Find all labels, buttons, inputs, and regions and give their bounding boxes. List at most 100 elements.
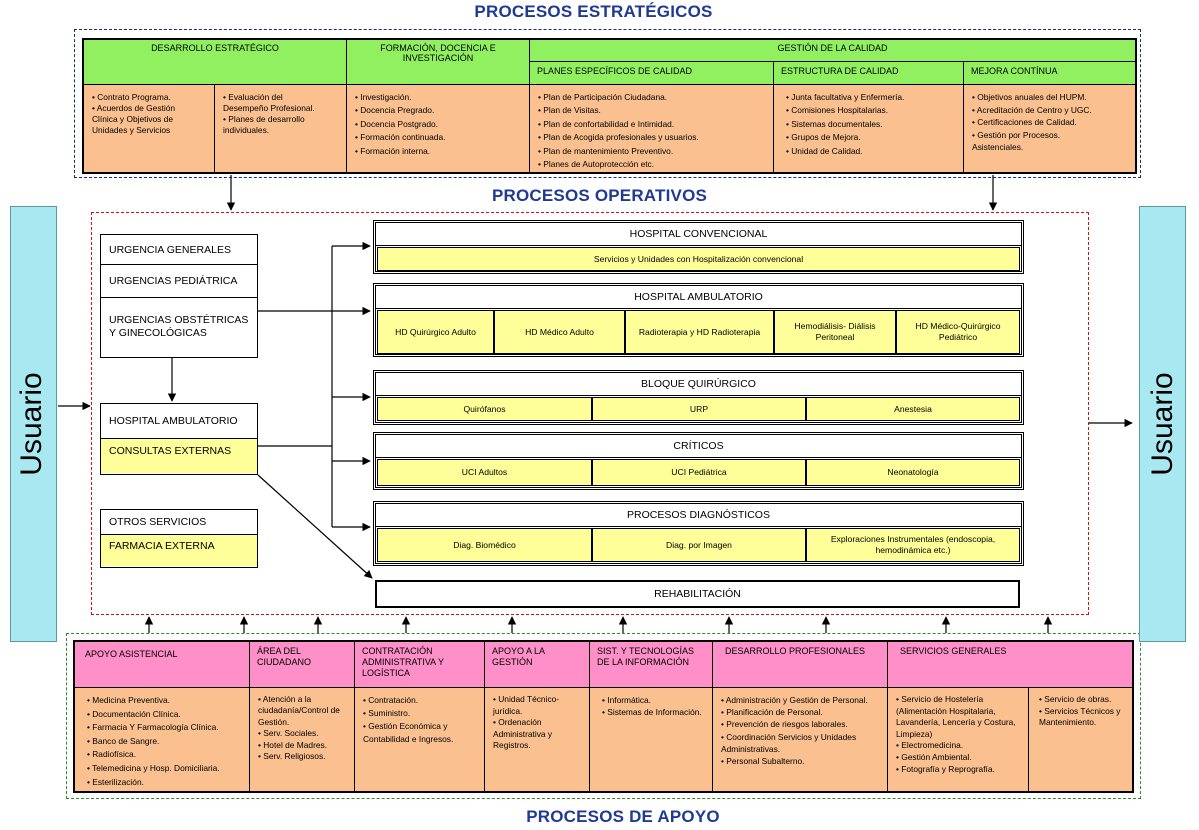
planes-calidad-header: PLANES ESPECÍFICOS DE CALIDAD <box>530 62 774 85</box>
list-item: • Electromedicina. <box>896 740 964 751</box>
area-ciudadano-header: ÁREA DEL CIUDADANO <box>250 642 355 688</box>
exploraciones-instrumentales: Exploraciones Instrumentales (endoscopia… <box>806 528 1020 562</box>
hospital-convencional-sub: Servicios y Unidades con Hospitalización… <box>377 247 1020 271</box>
list-item: • Junta facultativa y Enfermería. <box>786 92 905 102</box>
quirofanos: Quirófanos <box>377 397 592 421</box>
bloque-quirurgico: BLOQUE QUIRÚRGICO Quirófanos URP Anestes… <box>373 370 1024 425</box>
list-item: • Farmacia Y Farmacología Clínica. <box>87 722 219 733</box>
rehabilitacion: REHABILITACIÓN <box>375 580 1020 608</box>
list-item: • Atención a la ciudadanía/Control de Ge… <box>258 694 340 727</box>
list-item: • Contrato Programa. <box>92 92 171 102</box>
hospital-ambulatorio: HOSPITAL AMBULATORIO HD Quirúrgico Adult… <box>373 283 1024 357</box>
list-item: • Ordenación Administrativa y Registros. <box>493 717 553 751</box>
list-item: • Coordinación Servicios y Unidades Admi… <box>721 731 857 754</box>
support-table: APOYO ASISTENCIAL ÁREA DEL CIUDADANO CON… <box>73 640 1134 793</box>
usuario-left-bar: Usuario <box>10 206 57 642</box>
list-item: • Plan de mantenimiento Preventivo. <box>538 145 674 156</box>
urp: URP <box>592 397 806 421</box>
desarrollo-estrategico-header: DESARROLLO ESTRATÉGICO <box>84 40 347 85</box>
list-item: • Evaluación del <box>223 92 283 102</box>
hospital-convencional: HOSPITAL CONVENCIONAL Servicios y Unidad… <box>373 220 1024 274</box>
list-item: • Docencia Postgrado. <box>355 118 439 129</box>
contratacion-body: • Contratación. • Suministro. • Gestión … <box>355 688 485 791</box>
diag-biomedico: Diag. Biomédico <box>377 528 592 562</box>
mejora-continua-body: • Objetivos anuales del HUPM. • Acredita… <box>964 85 1135 172</box>
list-item: • Sistemas documentales. <box>786 118 883 129</box>
list-item: Asistenciales. <box>972 142 1024 153</box>
list-item: Unidades y Servicios <box>92 125 171 135</box>
hospital-ambulatorio-left-box: HOSPITAL AMBULATORIO CONSULTAS EXTERNAS <box>100 403 258 475</box>
list-item: • Sistemas de Información. <box>602 707 702 717</box>
hd-medico-quirurgico-pediatrico: HD Médico-Quirúrgico Pediátrico <box>896 310 1020 354</box>
contratacion-header: CONTRATACIÓN ADMINISTRATIVA Y LOGÍSTICA <box>355 642 485 688</box>
list-item: • Medicina Preventiva. <box>87 695 170 705</box>
desarrollo-estrategico-col2: • Evaluación del Desempeño Profesional. … <box>215 85 347 172</box>
strategic-container <box>74 29 1141 178</box>
list-item: • Gestión Económica y Contabilidad e Ing… <box>363 721 454 744</box>
apoyo-gestion-body: • Unidad Técnico-jurídica. • Ordenación … <box>485 688 590 791</box>
list-item: • Banco de Sangre. <box>87 735 160 746</box>
list-item: • Acuerdos de Gestión <box>92 103 176 113</box>
list-item: • Informática. <box>602 695 652 705</box>
criticos-title: CRÍTICOS <box>376 435 1021 458</box>
estructura-calidad-body: • Junta facultativa y Enfermería. • Comi… <box>774 85 964 172</box>
list-item: • Personal Subalterno. <box>721 756 805 767</box>
hd-medico-adulto: HD Médico Adulto <box>494 310 625 354</box>
operative-container <box>91 212 1089 615</box>
hospital-convencional-title: HOSPITAL CONVENCIONAL <box>376 223 1021 246</box>
criticos: CRÍTICOS UCI Adultos UCI Pediátrica Neon… <box>373 432 1024 490</box>
apoyo-gestion-header: APOYO A LA GESTIÓN <box>485 642 590 688</box>
formacion-body: • Investigación. • Docencia Pregrado. • … <box>347 85 530 172</box>
list-item: • Plan de Participación Ciudadana. <box>538 92 668 102</box>
desarrollo-estrategico-col1: • Contrato Programa. • Acuerdos de Gesti… <box>84 85 215 172</box>
list-item: individuales. <box>223 125 270 135</box>
urgencias-box: URGENCIA GENERALES URGENCIAS PEDIÁTRICA … <box>100 234 258 358</box>
desarrollo-profesionales-body: • Administración y Gestión de Personal. … <box>713 688 888 791</box>
anestesia: Anestesia <box>806 397 1020 421</box>
otros-servicios-box: OTROS SERVICIOS FARMACIA EXTERNA <box>100 509 258 568</box>
list-item: • Servicio de Hostelería (Alimentación H… <box>896 694 1016 739</box>
otros-servicios-title: OTROS SERVICIOS <box>101 510 257 535</box>
title-procesos-estrategicos: PROCESOS ESTRATÉGICOS <box>474 2 713 21</box>
title-procesos-apoyo: PROCESOS DE APOYO <box>526 807 720 826</box>
list-item: • Servicio de obras. <box>1039 694 1112 704</box>
diag-imagen: Diag. por Imagen <box>592 528 806 562</box>
planes-calidad-body: • Plan de Participación Ciudadana. • Pla… <box>530 85 774 172</box>
list-item: • Esterilización. <box>87 776 144 787</box>
desarrollo-profesionales-header: DESARROLLO PROFESIONALES <box>713 642 888 688</box>
list-item: • Planes de desarrollo <box>223 114 305 124</box>
estructura-calidad-header: ESTRUCTURA DE CALIDAD <box>774 62 964 85</box>
list-item: • Telemedicina y Hosp. Domiciliaria. <box>87 762 220 773</box>
support-container <box>66 633 1141 799</box>
list-item: Desempeño Profesional. <box>223 103 315 113</box>
procesos-diagnosticos-title: PROCESOS DIAGNÓSTICOS <box>376 504 1021 527</box>
list-item: • Planificación de Personal. <box>721 707 823 718</box>
usuario-right-bar: Usuario <box>1139 206 1186 642</box>
radioterapia: Radioterapia y HD Radioterapia <box>625 310 774 354</box>
list-item: Clínica y Objetivos de <box>92 114 173 124</box>
servicios-generales-header: SERVICIOS GENERALES <box>888 642 1132 688</box>
hd-quirurgico-adulto: HD Quirúrgico Adulto <box>377 310 494 354</box>
urgencias-obstetricas: URGENCIAS OBSTÉTRICAS Y GINECOLÓGICAS <box>109 314 249 339</box>
list-item: • Serv. Religiosos. <box>258 751 326 762</box>
list-item: • Hotel de Madres. <box>258 739 328 750</box>
list-item: • Suministro. <box>363 708 411 718</box>
list-item: • Serv. Sociales. <box>258 728 319 739</box>
list-item: • Unidad Técnico-jurídica. <box>493 694 560 716</box>
list-item: • Plan de Acogida profesionales y usuari… <box>538 132 699 143</box>
list-item: • Servicios Técnicos y Mantenimiento. <box>1039 705 1121 728</box>
apoyo-asistencial-body: • Medicina Preventiva. • Documentación C… <box>75 688 250 791</box>
hospital-ambulatorio-title: HOSPITAL AMBULATORIO <box>376 286 1021 309</box>
list-item: • Comisiones Hospitalarias. <box>786 105 889 116</box>
arrow-to-rehabilitacion <box>257 474 373 579</box>
list-item: • Objetivos anuales del HUPM. <box>972 92 1087 102</box>
list-item: • Planes de Autoprotección etc. <box>538 159 655 170</box>
list-item: • Prevención de riesgos laborales. <box>721 719 848 730</box>
list-item: • Plan de Visitas. <box>538 105 601 116</box>
title-procesos-operativos: PROCESOS OPERATIVOS <box>491 186 708 205</box>
hospital-ambulatorio-left-title: HOSPITAL AMBULATORIO <box>101 404 257 439</box>
uci-adultos: UCI Adultos <box>377 459 592 486</box>
gestion-calidad-header: GESTIÓN DE LA CALIDAD <box>530 40 1135 62</box>
list-item: • Fotografía y Reprografía. <box>896 763 995 774</box>
